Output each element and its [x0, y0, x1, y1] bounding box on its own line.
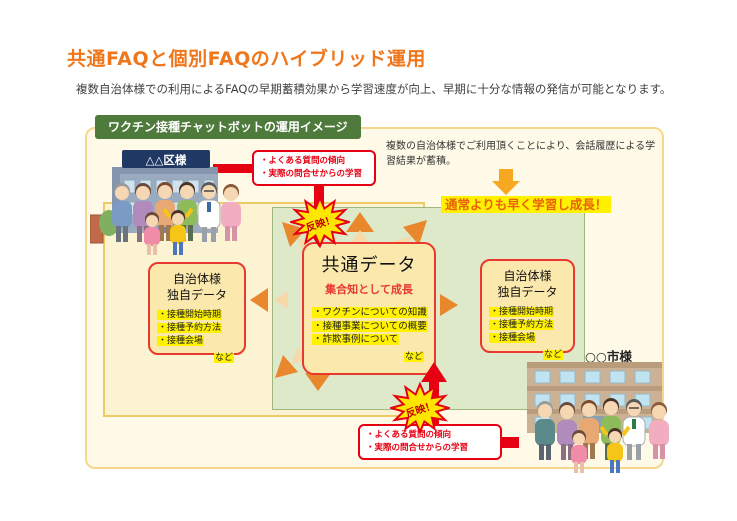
list-item: ・接種会場 — [489, 333, 537, 344]
growth-highlight-text: 通常よりも早く学習し成長！ — [441, 196, 612, 213]
accumulation-note: 複数の自治体様でご利用頂くことにより、会話履歴による学習結果が蓄積。 — [386, 141, 656, 167]
growth-highlight: 通常よりも早く学習し成長！ — [441, 194, 612, 213]
right-box-etc: など — [542, 350, 563, 361]
top-feedback-callout: ・よくある質問の傾向 ・実際の問合せからの学習 — [252, 150, 376, 187]
common-data-etc: など — [403, 351, 424, 362]
panel-tab-label: ワクチン接種チャットボットの運用イメージ — [95, 115, 361, 139]
callout-line: ・実際の問合せからの学習 — [260, 169, 363, 180]
right-box-title: 自治体様 独自データ — [497, 269, 558, 299]
right-box-items: ・接種開始時期 ・接種予約方法 ・接種会場 — [489, 306, 573, 345]
common-data-box: 共通データ 集合知として成長 ・ワクチンについての知識 ・接種事業についての概要… — [302, 242, 436, 375]
district-crowd-illustration — [90, 182, 241, 255]
page-title: 共通FAQと個別FAQのハイブリッド運用 — [67, 48, 426, 70]
common-data-subtitle: 集合知として成長 — [325, 283, 413, 296]
list-item: ・接種予約方法 — [157, 323, 223, 334]
bottom-red-connector — [496, 437, 519, 448]
list-item: ・ワクチンについての知識 — [312, 307, 428, 318]
right-municipality-data-box: 自治体様 独自データ ・接種開始時期 ・接種予約方法 ・接種会場 など — [480, 259, 575, 361]
callout-line: ・実際の問合せからの学習 — [366, 443, 469, 454]
starburst-icon — [387, 381, 453, 435]
left-box-items: ・接種開始時期 ・接種予約方法 ・接種会場 — [157, 309, 244, 348]
starburst-icon — [287, 195, 353, 249]
district-building-sign: △△区様 — [146, 153, 187, 167]
left-box-title: 自治体様 独自データ — [166, 272, 227, 302]
bottom-feedback-callout: ・よくある質問の傾向 ・実際の問合せからの学習 — [358, 424, 502, 461]
top-red-connector — [213, 164, 255, 173]
reflect-burst-top: 反映！ — [287, 195, 353, 249]
callout-line: ・よくある質問の傾向 — [366, 430, 452, 440]
down-block-arrow-icon — [492, 169, 520, 195]
list-item: ・接種開始時期 — [157, 310, 223, 321]
left-box-etc: など — [213, 353, 234, 364]
list-item: ・接種会場 — [157, 336, 205, 347]
list-item: ・接種事業についての概要 — [312, 320, 428, 332]
common-data-items: ・ワクチンについての知識 ・接種事業についての概要 ・詐欺事例について — [312, 306, 434, 347]
common-data-title: 共通データ — [321, 255, 417, 276]
reflect-burst-bottom: 反映！ — [387, 381, 453, 435]
list-item: ・接種予約方法 — [489, 320, 555, 331]
page-subtitle: 複数自治体様での利用によるFAQの早期蓄積効果から学習速度が向上、早期に十分な情… — [76, 82, 672, 96]
city-crowd-illustration — [535, 398, 669, 473]
list-item: ・詐欺事例について — [312, 334, 400, 345]
city-building-sign: ○○市様 — [585, 349, 632, 364]
callout-line: ・よくある質問の傾向 — [260, 156, 346, 166]
list-item: ・接種開始時期 — [489, 307, 555, 318]
left-municipality-data-box: 自治体様 独自データ ・接種開始時期 ・接種予約方法 ・接種会場 など — [148, 262, 246, 364]
